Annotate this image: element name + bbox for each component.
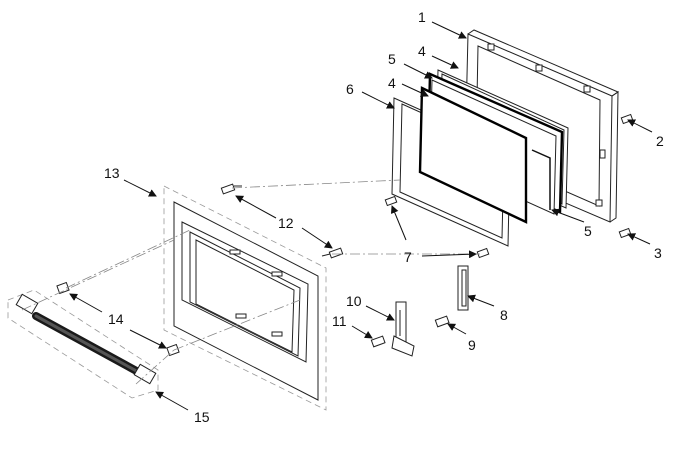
- callout-5-upper: 5: [388, 51, 396, 67]
- part-13-outer-door-panel: [163, 185, 327, 411]
- callout-leaders: [69, 21, 653, 411]
- part-4-glass-panel-front: [418, 86, 528, 224]
- callout-10: 10: [346, 293, 362, 309]
- part-12-screws: [220, 183, 344, 259]
- callout-6: 6: [346, 81, 354, 97]
- callout-7: 7: [404, 249, 412, 265]
- callout-15: 15: [194, 409, 210, 425]
- callout-8: 8: [500, 307, 508, 323]
- part-7-screws: [384, 195, 490, 259]
- part-10-hinge: [391, 301, 415, 357]
- callout-9: 9: [468, 337, 476, 353]
- callout-3: 3: [654, 245, 662, 261]
- callout-labels: 1 2 3 4 4 5 5 6 7 8 9 10 11 12 13 14 15: [104, 9, 664, 425]
- callout-11: 11: [332, 313, 347, 329]
- callout-13: 13: [104, 165, 120, 181]
- part-11-screw: [370, 335, 386, 348]
- part-2-screw: [620, 113, 634, 125]
- assembly-lines: [21, 179, 480, 385]
- callout-5-lower: 5: [584, 223, 592, 239]
- callout-12: 12: [278, 215, 294, 231]
- callout-4-upper: 4: [418, 43, 426, 59]
- callout-1: 1: [418, 9, 426, 25]
- callout-2: 2: [656, 133, 664, 149]
- part-9-screw: [434, 315, 450, 328]
- part-14-handle-end-caps: [56, 281, 180, 357]
- callout-4-lower: 4: [388, 75, 396, 91]
- callout-14: 14: [108, 311, 124, 327]
- part-15-door-handle: [7, 289, 159, 399]
- part-3-screw: [618, 227, 632, 239]
- part-8-hinge-receiver: [457, 265, 469, 311]
